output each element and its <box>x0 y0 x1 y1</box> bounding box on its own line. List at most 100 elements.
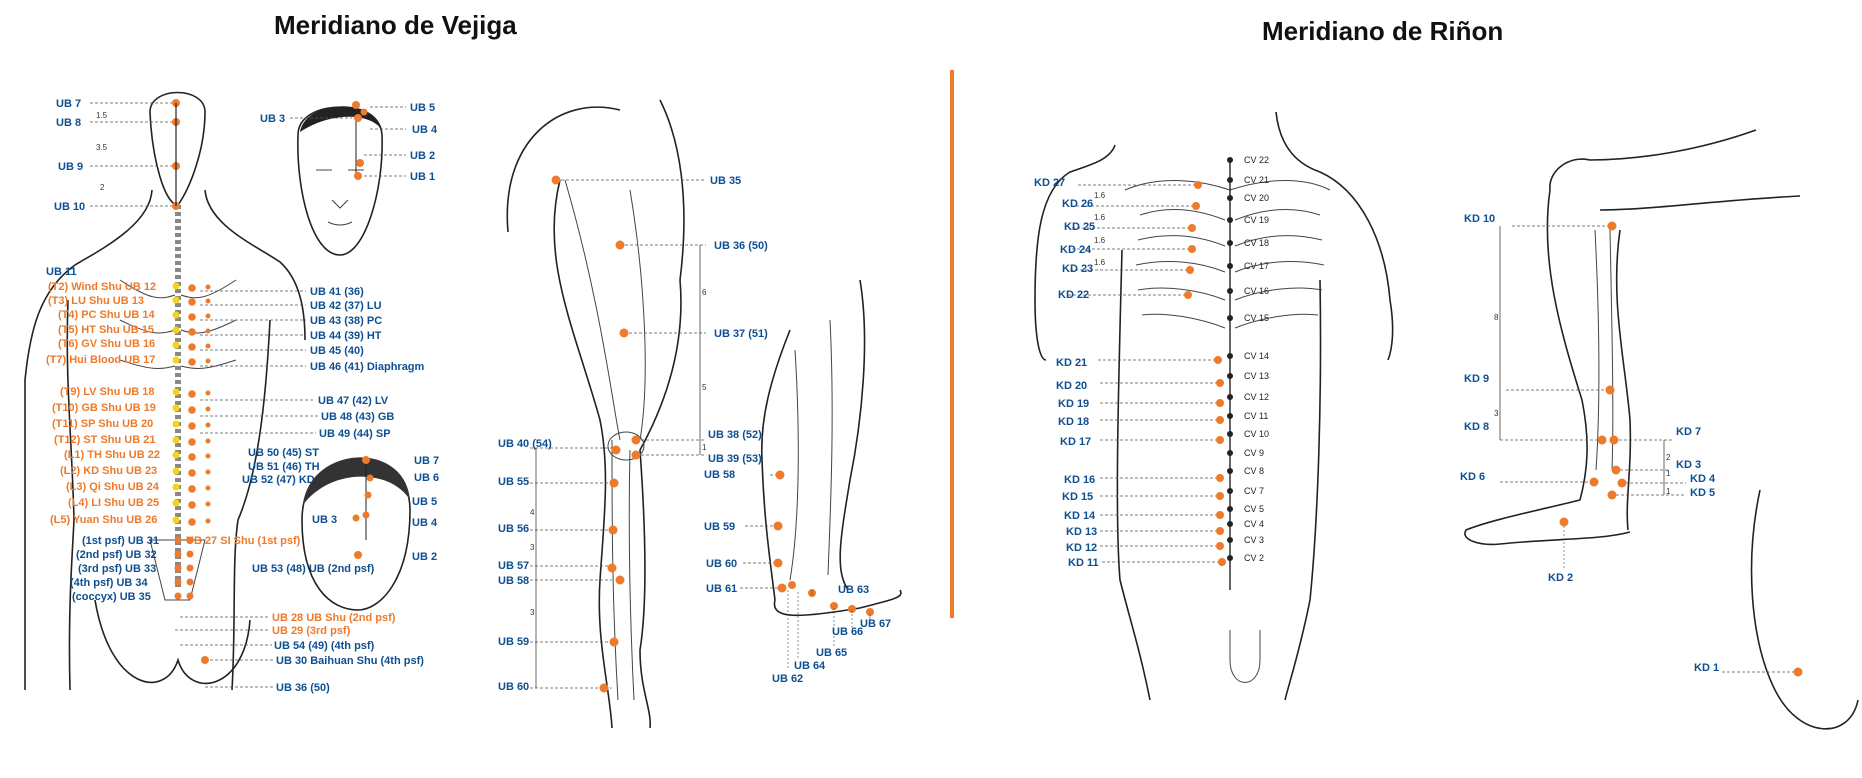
cv-label: CV 5 <box>1244 504 1264 514</box>
dim-label: 1.6 <box>1094 236 1106 245</box>
dim-label: 3.5 <box>96 143 108 152</box>
acupoint-marker <box>172 356 180 364</box>
acupoint-marker <box>1227 431 1233 437</box>
cv-label: CV 7 <box>1244 486 1264 496</box>
dim-label: 1 <box>1666 469 1671 478</box>
sacral-label: (2nd psf) UB 32 <box>76 549 157 561</box>
foot-label: UB 60 <box>706 558 737 570</box>
acupoint-marker <box>205 485 211 491</box>
acupoint-marker <box>205 438 211 444</box>
acupoint-marker <box>188 438 196 446</box>
kd-label: KD 12 <box>1066 542 1097 554</box>
cv-label: CV 11 <box>1244 411 1268 421</box>
foot-label: UB 62 <box>772 673 803 685</box>
mid-label: UB 53 (48) UB (2nd psf) <box>252 563 375 575</box>
kd-label: KD 11 <box>1068 557 1099 569</box>
spine-label: (L1) TH Shu UB 22 <box>64 449 160 461</box>
acupoint-marker <box>1227 240 1233 246</box>
acupoint-marker <box>1227 413 1233 419</box>
leg-label: UB 40 (54) <box>498 438 552 450</box>
acupoint-marker <box>1227 217 1233 223</box>
cv-label: CV 12 <box>1244 392 1269 402</box>
back-label: UB 8 <box>56 117 81 129</box>
lower-label: UB 30 Baihuan Shu (4th psf) <box>276 655 424 667</box>
acupoint-marker <box>188 358 196 366</box>
lower-label: UB 36 (50) <box>276 682 330 694</box>
acupoint-marker <box>186 592 194 600</box>
lower-labels: UB 28 UB Shu (2nd psf) UB 29 (3rd psf) U… <box>175 612 424 694</box>
acupoint-marker <box>1227 353 1233 359</box>
acupoint-marker <box>1227 521 1233 527</box>
acupoint-marker <box>172 404 180 412</box>
dim-label: 1 <box>702 443 707 452</box>
acupoint-marker <box>186 536 194 544</box>
kd-label: KD 24 <box>1060 244 1092 256</box>
front-head-label: UB 5 <box>410 102 435 114</box>
child-label: UB 7 <box>414 455 439 467</box>
acupoint-marker <box>1227 195 1233 201</box>
leg-figure <box>506 99 685 729</box>
dim-label: 1.5 <box>96 111 108 120</box>
cv-label: CV 16 <box>1244 286 1269 296</box>
kd-label: KD 25 <box>1064 221 1095 233</box>
acupoint-marker <box>1227 263 1233 269</box>
acupoint-marker <box>188 469 196 477</box>
mid-label: UB 27 SI Shu (1st psf) <box>186 535 301 547</box>
back-head-points: UB 7 UB 8 UB 9 UB 10 UB 11 1.5 3.5 2 <box>46 98 180 278</box>
acupoint-marker <box>1186 266 1194 274</box>
acupoint-marker <box>1227 450 1233 456</box>
acupoint-marker <box>172 499 180 507</box>
leg-label: UB 57 <box>498 560 529 572</box>
acupoint-marker <box>1188 224 1196 232</box>
child-label: UB 2 <box>412 551 437 563</box>
acupoint-marker <box>1227 394 1233 400</box>
cv-label: CV 14 <box>1244 351 1269 361</box>
cv-label: CV 10 <box>1244 429 1269 439</box>
spine-label: (L4) LI Shu UB 25 <box>68 497 159 509</box>
acupoint-marker <box>188 328 196 336</box>
spine-points <box>172 282 211 600</box>
foot-label: UB 59 <box>704 521 735 533</box>
acupoint-marker <box>188 485 196 493</box>
acupoint-marker <box>1216 527 1224 535</box>
leg-label: UB 56 <box>498 523 529 535</box>
acupoint-marker <box>1227 468 1233 474</box>
acupoint-marker <box>188 406 196 414</box>
kd-label: KD 20 <box>1056 380 1087 392</box>
acupoint-marker <box>205 358 211 364</box>
spine-label: (L3) Qi Shu UB 24 <box>66 481 160 493</box>
spine-right-label: UB 42 (37) LU <box>310 300 382 312</box>
acupoint-marker <box>1218 558 1226 566</box>
acupoint-marker <box>1216 436 1224 444</box>
acupoint-marker <box>1216 492 1224 500</box>
foot-figure <box>760 279 902 617</box>
acupoint-marker <box>174 578 182 586</box>
lower-label: UB 28 UB Shu (2nd psf) <box>272 612 396 624</box>
back-label: UB 11 <box>46 266 77 278</box>
cv-label: CV 22 <box>1244 155 1269 165</box>
lower-label: UB 29 (3rd psf) <box>272 625 351 637</box>
cv-label: CV 17 <box>1244 261 1269 271</box>
dim-label: 3 <box>530 543 535 552</box>
foot-label: UB 64 <box>794 660 826 672</box>
kd-label: KD 17 <box>1060 436 1091 448</box>
cv-label: CV 20 <box>1244 193 1269 203</box>
acupoint-marker <box>188 298 196 306</box>
child-head: UB 7 UB 6 UB 5 UB 4 UB 3 UB 2 <box>301 455 439 611</box>
spine-right-label: UB 44 (39) HT <box>310 330 382 342</box>
front-head-label: UB 2 <box>410 150 435 162</box>
kd-points <box>1068 181 1226 566</box>
acupoint-marker <box>1227 157 1233 163</box>
acupoint-marker <box>1188 245 1196 253</box>
sacral-label: (4th psf) UB 34 <box>70 577 149 589</box>
acupoint-marker <box>172 451 180 459</box>
acupoint-marker <box>1216 542 1224 550</box>
cv-label: CV 4 <box>1244 519 1264 529</box>
acupoint-marker <box>1216 511 1224 519</box>
front-head-label: UB 3 <box>260 113 285 125</box>
kd-label: KD 14 <box>1064 510 1096 522</box>
spine-label: (T6) GV Shu UB 16 <box>58 338 155 350</box>
acupoint-marker <box>188 501 196 509</box>
spine-label: (T10) GB Shu UB 19 <box>52 402 156 414</box>
